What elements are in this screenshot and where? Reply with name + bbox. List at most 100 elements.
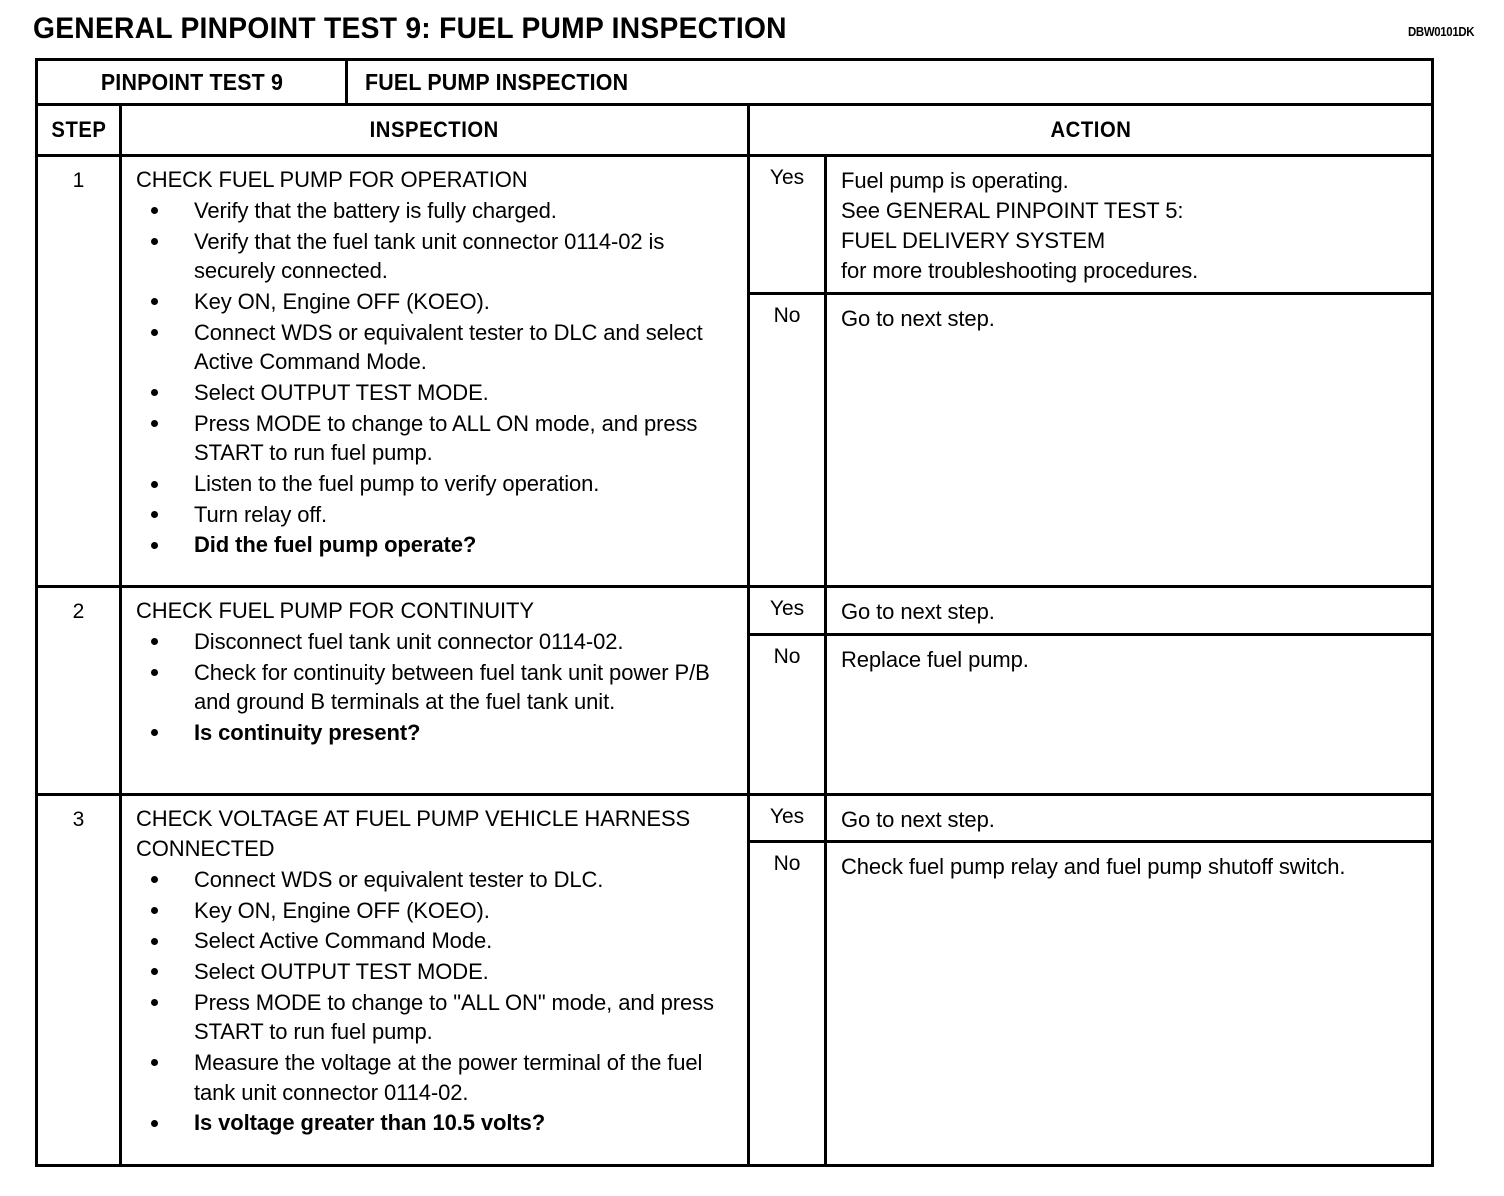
inspection-bullet-list: Disconnect fuel tank unit connector 0114… (136, 627, 739, 748)
step-number-cell: 3 (38, 796, 122, 1166)
test-number-label: PINPOINT TEST 9 (100, 68, 283, 95)
list-item-label: Did the fuel pump operate? (194, 532, 477, 558)
step-number-cell: 1 (38, 157, 122, 585)
table-title-band: PINPOINT TEST 9 FUEL PUMP INSPECTION (38, 61, 1431, 106)
table-column-header: STEP INSPECTION ACTION (38, 106, 1431, 157)
list-item-label: Select Active Command Mode. (194, 928, 493, 954)
bullet-dot-icon (151, 207, 158, 215)
bullet-dot-icon (151, 968, 158, 976)
answer-block: No Go to next step. (750, 295, 1431, 585)
bullet-dot-icon (151, 1119, 158, 1127)
list-item-label: Connect WDS or equivalent tester to DLC … (194, 319, 703, 375)
bullet-dot-icon (151, 906, 158, 914)
answer-label: No (773, 304, 801, 327)
list-item-label: Check for continuity between fuel tank u… (194, 659, 710, 715)
list-item-label: Press MODE to change to "ALL ON" mode, a… (194, 989, 714, 1045)
inspection-bullet-list: Connect WDS or equivalent tester to DLC.… (136, 865, 739, 1138)
answer-label: Yes (769, 166, 805, 189)
bullet-dot-icon (151, 238, 158, 246)
answer-text: Replace fuel pump. (841, 647, 1029, 672)
list-item: Key ON, Engine OFF (KOEO). (136, 896, 739, 926)
list-item: Listen to the fuel pump to verify operat… (136, 469, 739, 499)
inspection-bullet-list: Verify that the battery is fully charged… (136, 196, 739, 560)
bullet-dot-icon (151, 298, 158, 306)
bullet-dot-icon (151, 876, 158, 884)
bullet-dot-icon (151, 638, 158, 646)
bullet-dot-icon (151, 999, 158, 1006)
answer-text: Go to next step. (841, 807, 995, 832)
bullet-dot-icon (151, 729, 158, 737)
list-item-label: Select OUTPUT TEST MODE. (194, 958, 489, 984)
list-item-label: Connect WDS or equivalent tester to DLC. (194, 866, 604, 892)
test-name-label: FUEL PUMP INSPECTION (365, 68, 629, 95)
bullet-dot-icon (151, 541, 158, 549)
action-cell: Yes Go to next step. No Replace fuel pump. (750, 588, 1431, 793)
answer-label-cell: No (750, 295, 827, 585)
list-item-label: Key ON, Engine OFF (KOEO). (194, 897, 490, 923)
list-item-label: Turn relay off. (194, 501, 328, 527)
answer-label: Yes (769, 805, 805, 828)
answer-label-cell: Yes (750, 157, 827, 292)
action-cell: Yes Go to next step. No Check fuel pump rel… (750, 796, 1431, 1166)
column-header-step: STEP (38, 106, 122, 154)
step-number-cell: 2 (38, 588, 122, 793)
bullet-dot-icon (151, 329, 158, 337)
answer-label: No (773, 645, 801, 668)
inspection-cell: CHECK FUEL PUMP FOR CONTINUITY Disconnect… (122, 588, 750, 793)
list-item-label: Select OUTPUT TEST MODE. (194, 380, 489, 406)
answer-block: Yes Go to next step. (750, 796, 1431, 843)
step-number: 1 (72, 169, 85, 192)
bullet-dot-icon (151, 669, 158, 677)
list-item: Verify that the battery is fully charged… (136, 196, 739, 226)
bullet-dot-icon (151, 480, 158, 488)
list-item-label: Listen to the fuel pump to verify operat… (194, 471, 600, 497)
pinpoint-test-table: PINPOINT TEST 9 FUEL PUMP INSPECTION STE… (35, 58, 1434, 1167)
list-item-label: Key ON, Engine OFF (KOEO). (194, 288, 490, 314)
list-item-label: Disconnect fuel tank unit connector 0114… (194, 628, 624, 654)
list-item: Select OUTPUT TEST MODE. (136, 378, 739, 408)
column-header-inspection: INSPECTION (122, 106, 750, 154)
answer-text: Go to next step. (841, 599, 995, 624)
bullet-dot-icon (151, 420, 158, 428)
list-item-label: Verify that the battery is fully charged… (194, 197, 557, 223)
page-title: GENERAL PINPOINT TEST 9: FUEL PUMP INSPE… (33, 12, 787, 45)
list-item: Connect WDS or equivalent tester to DLC … (136, 318, 739, 377)
answer-label-cell: Yes (750, 796, 827, 840)
answer-label-cell: Yes (750, 588, 827, 633)
answer-block: Yes Go to next step. (750, 588, 1431, 636)
answer-label: Yes (769, 597, 805, 620)
document-code: DBW0101DK (1407, 24, 1474, 39)
step-number: 2 (72, 600, 85, 623)
step-number: 3 (72, 808, 85, 831)
answer-label-cell: No (750, 636, 827, 793)
list-item: Select Active Command Mode. (136, 926, 739, 956)
list-item: Key ON, Engine OFF (KOEO). (136, 287, 739, 317)
table-row: 3 CHECK VOLTAGE AT FUEL PUMP VEHICLE HARN… (38, 796, 1431, 1166)
list-item-label: Verify that the fuel tank unit connector… (194, 228, 665, 284)
bullet-dot-icon (151, 937, 158, 945)
list-item-label: Measure the voltage at the power termina… (194, 1049, 703, 1105)
table-row: 2 CHECK FUEL PUMP FOR CONTINUITY Disconnec… (38, 588, 1431, 796)
list-item: Is voltage greater than 10.5 volts? (136, 1108, 739, 1138)
column-header-step-label: STEP (50, 117, 107, 142)
answer-block: No Check fuel pump relay and fuel pump sh… (750, 843, 1431, 1166)
test-number-cell: PINPOINT TEST 9 (38, 61, 348, 103)
list-item: Press MODE to change to ALL ON mode, and… (136, 409, 739, 468)
answer-text: Check fuel pump relay and fuel pump shut… (841, 854, 1346, 879)
bullet-dot-icon (151, 1059, 158, 1067)
list-item-label: Is voltage greater than 10.5 volts? (194, 1110, 546, 1136)
answer-text: Go to next step. (841, 306, 995, 331)
list-item: Measure the voltage at the power termina… (136, 1048, 739, 1107)
answer-label: No (773, 852, 801, 875)
inspection-title: CHECK FUEL PUMP FOR CONTINUITY (136, 598, 534, 623)
list-item: Did the fuel pump operate? (136, 530, 739, 560)
list-item: Select OUTPUT TEST MODE. (136, 957, 739, 987)
column-header-inspection-label: INSPECTION (369, 117, 500, 142)
bullet-dot-icon (151, 511, 158, 519)
list-item: Press MODE to change to "ALL ON" mode, a… (136, 988, 739, 1047)
inspection-title: CHECK VOLTAGE AT FUEL PUMP VEHICLE HARNE… (136, 806, 691, 861)
